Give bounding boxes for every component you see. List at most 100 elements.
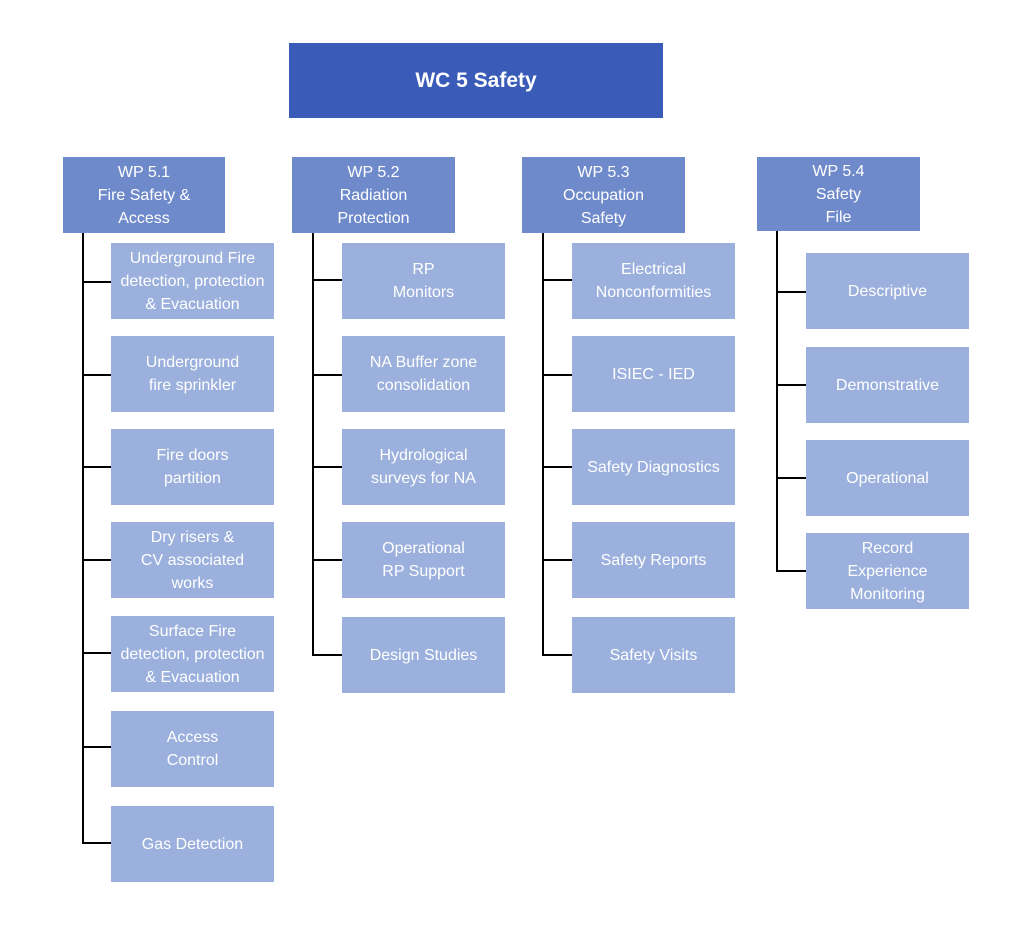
branch-line [82,281,111,283]
wp-5-2-trunk-line [312,233,314,656]
wp-5-2-header: WP 5.2 Radiation Protection [292,157,455,233]
item-label-line: surveys for NA [371,470,476,487]
item-label-line: Electrical [621,261,686,278]
wp-5-3-trunk-line [542,233,544,656]
wp-5-1-header-line: WP 5.1 [117,163,171,181]
item-label-line: Underground Fire [129,249,256,267]
wp-5-3-item-safety-reports: Safety Reports [572,522,735,598]
item-label-line: fire sprinkler [148,377,237,394]
item-label-line: Safety Diagnostics [587,458,720,476]
branch-line [82,466,111,468]
item-label-line: & Evacuation [145,295,240,313]
branch-line [542,374,572,376]
branch-line [82,559,111,561]
branch-line [542,279,572,281]
wp-5-2-item-hydrological-surveys: Hydrological surveys for NA [342,429,505,505]
item-label-line: ISIEC - IED [612,365,695,383]
wp-5-3-item-isiec-ied: ISIEC - IED [572,336,735,412]
branch-line [82,842,111,844]
wp-5-1-item-access-control: Access Control [111,711,274,787]
wp-5-2-header-line: Radiation [339,186,408,204]
item-label-line: Record [861,539,914,557]
branch-line [312,374,342,376]
wp-5-3-item-safety-visits: Safety Visits [572,617,735,693]
branch-line [82,374,111,376]
branch-line [312,279,342,281]
wp-5-4-item-operational: Operational [806,440,969,516]
wp-5-2-item-design-studies: Design Studies [342,617,505,693]
item-label-line: works [171,574,214,592]
wp-5-3-header-line: Occupation [563,186,644,204]
item-label-line: detection, protection [120,272,265,290]
wp-5-1-item-fire-doors-partition: Fire doors partition [111,429,274,505]
item-label-line: detection, protection [120,645,265,663]
item-label-line: Hydrological [379,447,468,464]
wp-5-1-item-underground-fire-sprinkler: Underground fire sprinkler [111,336,274,412]
wp-5-2-item-operational-rp-support: Operational RP Support [342,522,505,598]
wp-5-4-item-demonstrative: Demonstrative [806,347,969,423]
item-label-line: Nonconformities [595,284,712,301]
wp-5-2-item-rp-monitors: RP Monitors [342,243,505,319]
item-label-line: consolidation [376,377,471,394]
wp-5-1-header-line: Access [118,209,170,227]
wp-5-3-header: WP 5.3 Occupation Safety [522,157,685,233]
wp-5-4-header-line: File [825,208,852,226]
branch-line [776,291,806,293]
branch-line [82,746,111,748]
wp-5-4-item-descriptive: Descriptive [806,253,969,329]
branch-line [312,559,342,561]
wp-5-3-header-line: WP 5.3 [577,163,630,181]
branch-line [776,570,806,572]
wp-5-1-trunk-line [82,233,84,844]
wp-5-4-header-line: Safety [815,185,862,203]
item-label-line: Safety Reports [600,551,707,569]
item-label-line: Control [166,752,219,769]
branch-line [542,654,572,656]
item-label-line: Access [166,729,219,746]
item-label-line: Gas Detection [141,835,244,853]
item-label-line: Surface Fire [148,622,237,640]
item-label-line: Fire doors [156,447,229,464]
wp-5-2-header-line: Protection [337,209,410,227]
item-label-line: RP Support [382,563,465,580]
item-label-line: Monitors [392,284,455,301]
item-label-line: CV associated [140,551,245,569]
item-label-line: Underground [145,354,240,371]
item-label-line: partition [164,470,221,487]
item-label-line: Dry risers & [150,528,235,546]
wp-5-1-header: WP 5.1 Fire Safety & Access [63,157,225,233]
wp-5-1-item-surface-fire-detection: Surface Fire detection, protection & Eva… [111,616,274,692]
item-label-line: Design Studies [369,646,478,664]
item-label-line: Operational [382,540,465,557]
branch-line [542,466,572,468]
branch-line [776,384,806,386]
wp-5-1-header-line: Fire Safety & [97,186,191,204]
wp-5-3-item-safety-diagnostics: Safety Diagnostics [572,429,735,505]
item-label-line: Operational [846,469,929,487]
root-node-wc5-safety: WC 5 Safety [289,43,663,118]
wp-5-1-item-gas-detection: Gas Detection [111,806,274,882]
branch-line [776,477,806,479]
wp-5-1-item-dry-risers: Dry risers & CV associated works [111,522,274,598]
wp-5-2-header-line: WP 5.2 [347,163,400,181]
wp-5-2-item-na-buffer-zone: NA Buffer zone consolidation [342,336,505,412]
wp-5-3-item-electrical-nonconformities: Electrical Nonconformities [572,243,735,319]
item-label-line: Monitoring [850,585,925,603]
wp-5-1-item-underground-fire-detection: Underground Fire detection, protection &… [111,243,274,319]
wp-5-4-header: WP 5.4 Safety File [757,157,920,231]
item-label-line: Demonstrative [835,376,940,394]
item-label-line: & Evacuation [145,668,240,686]
item-label-line: RP [412,261,435,278]
item-label-line: Descriptive [847,282,928,300]
branch-line [82,652,111,654]
item-label-line: Experience [847,562,928,580]
branch-line [312,654,342,656]
root-title: WC 5 Safety [415,69,537,92]
branch-line [312,466,342,468]
item-label-line: NA Buffer zone [369,354,478,371]
wp-5-4-trunk-line [776,231,778,572]
wp-5-4-header-line: WP 5.4 [812,162,865,180]
branch-line [542,559,572,561]
wp-5-4-item-record-experience-monitoring: Record Experience Monitoring [806,533,969,609]
wp-5-3-header-line: Safety [580,209,627,227]
